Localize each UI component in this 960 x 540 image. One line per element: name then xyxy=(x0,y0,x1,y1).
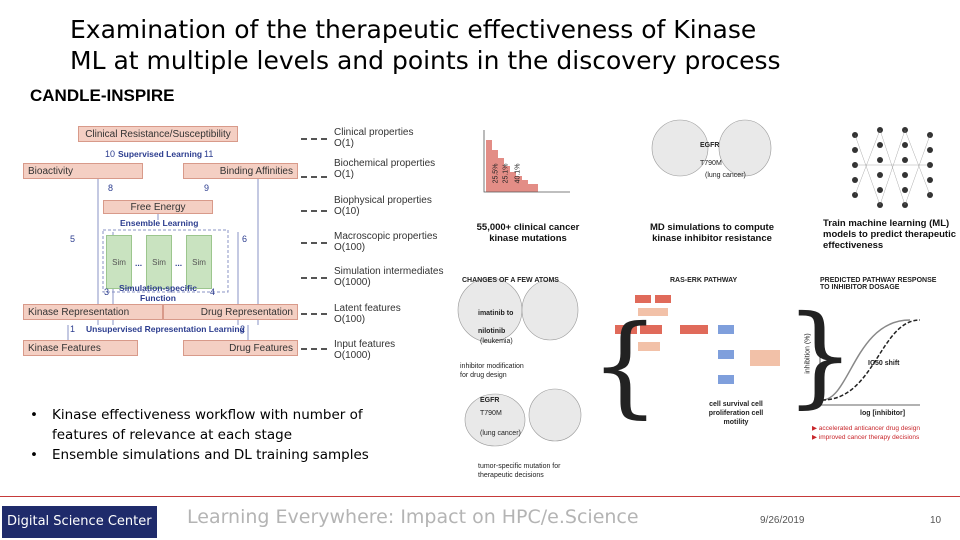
freq-label-2: 25.1% xyxy=(502,163,510,184)
sim-box-3: Sim xyxy=(186,235,212,289)
level-dash-1 xyxy=(301,138,327,140)
benefit-1: ▶ accelerated anticancer drug design xyxy=(812,425,920,432)
kinase-features-box: Kinase Features xyxy=(23,340,138,356)
leukemia-label: (leukemia) xyxy=(480,338,513,345)
egfr-label-bottom: EGFR xyxy=(480,397,500,404)
footer-title: Learning Everywhere: Impact on HPC/e.Sci… xyxy=(187,506,639,528)
step-2: 2 xyxy=(240,324,246,334)
bioactivity-box: Bioactivity xyxy=(23,163,143,179)
level-dash-2 xyxy=(301,176,327,178)
level-dash-5 xyxy=(301,277,327,279)
ensemble-learning-label: Ensemble Learning xyxy=(120,218,199,228)
subtitle: CANDLE-INSPIRE xyxy=(30,86,175,105)
md-caption: MD simulations to compute kinase inhibit… xyxy=(649,222,775,244)
tumor-mutation-label: tumor-specific mutation for therapeutic … xyxy=(478,463,561,479)
level-dash-3 xyxy=(301,210,327,212)
supervised-learning-label: Supervised Learning xyxy=(118,149,203,159)
t790m-label-top: T790M xyxy=(700,160,722,167)
slide-title: Examination of the therapeutic effective… xyxy=(70,14,860,76)
mutations-caption: 55,000+ clinical cancer kinase mutations xyxy=(476,222,580,244)
predicted-heading: PREDICTED PATHWAY RESPONSE TO INHIBITOR … xyxy=(820,277,937,291)
bullet-list: Kinase effectiveness workflow with numbe… xyxy=(30,405,400,465)
drug-features-box: Drug Features xyxy=(183,340,298,356)
step-4: 4 xyxy=(210,287,216,297)
mutation-histogram xyxy=(486,140,538,192)
kinase-representation-box: Kinase Representation xyxy=(23,304,163,320)
step-5: 5 xyxy=(70,234,76,244)
step-3: 3 xyxy=(104,287,110,297)
workflow-diagram: Clinical Resistance/Susceptibility Super… xyxy=(18,120,444,382)
sim-box-2: Sim xyxy=(146,235,172,289)
lung-label-top: (lung cancer) xyxy=(705,172,746,179)
inhibition-axis-label: inhibition (%) xyxy=(804,333,812,374)
page-number: 10 xyxy=(930,515,942,526)
lung-label-bottom: (lung cancer) xyxy=(480,430,521,437)
imatinib-label: imatinib to xyxy=(478,310,514,317)
freq-label-1: 25.5% xyxy=(492,163,500,184)
level-dash-4 xyxy=(301,242,327,244)
ml-caption: Train machine learning (ML) models to pr… xyxy=(823,218,957,251)
changes-heading: CHANGES OF A FEW ATOMS xyxy=(462,277,559,284)
egfr-label-top: EGFR xyxy=(700,142,720,149)
nilotinib-label: nilotinib xyxy=(478,328,506,335)
step-9: 9 xyxy=(204,183,210,193)
drug-representation-box: Drug Representation xyxy=(163,304,298,320)
unsupervised-learning-label: Unsupervised Representation Learning xyxy=(86,324,245,334)
figure-graphics xyxy=(457,119,933,447)
ras-erk-heading: RAS-ERK PATHWAY xyxy=(670,277,738,284)
inhibitor-modification-label: inhibitor modification for drug design xyxy=(460,363,524,379)
freq-label-3: 40.1% xyxy=(514,163,522,184)
step-1: 1 xyxy=(70,324,76,334)
free-energy-box: Free Energy xyxy=(103,200,213,214)
left-brace: { xyxy=(590,301,660,429)
binding-affinities-box: Binding Affinities xyxy=(183,163,298,179)
t790m-label-bottom: T790M xyxy=(480,410,502,417)
cell-outcome-label: cell survival cell proliferation cell mo… xyxy=(708,401,764,426)
slide-date: 9/26/2019 xyxy=(760,515,805,526)
title-line-2: ML at multiple levels and points in the … xyxy=(70,46,781,75)
right-brace: } xyxy=(785,291,855,419)
bullet-item-1: Kinase effectiveness workflow with numbe… xyxy=(30,405,400,445)
level-dash-7 xyxy=(301,348,327,350)
org-badge: Digital Science Center xyxy=(2,506,157,538)
level-dash-6 xyxy=(301,313,327,315)
discovery-figure: 25.5% 25.1% 40.1% EGFR T790M (lung cance… xyxy=(450,110,960,485)
benefit-2: ▶ improved cancer therapy decisions xyxy=(812,434,920,441)
ic50-shift-label: IC50 shift xyxy=(868,360,900,367)
step-6: 6 xyxy=(242,234,248,244)
step-11: 11 xyxy=(204,149,214,159)
sim-ellipsis-1: ... xyxy=(135,258,143,268)
sim-ellipsis-2: ... xyxy=(175,258,183,268)
step-8: 8 xyxy=(108,183,114,193)
footer-divider xyxy=(0,496,960,497)
title-line-1: Examination of the therapeutic effective… xyxy=(70,15,757,44)
log-inhibitor-label: log [inhibitor] xyxy=(860,410,906,417)
sim-box-1: Sim xyxy=(106,235,132,289)
clinical-resistance-box: Clinical Resistance/Susceptibility xyxy=(78,126,238,142)
bullet-item-2: Ensemble simulations and DL training sam… xyxy=(30,445,400,465)
step-10: 10 xyxy=(105,149,116,159)
